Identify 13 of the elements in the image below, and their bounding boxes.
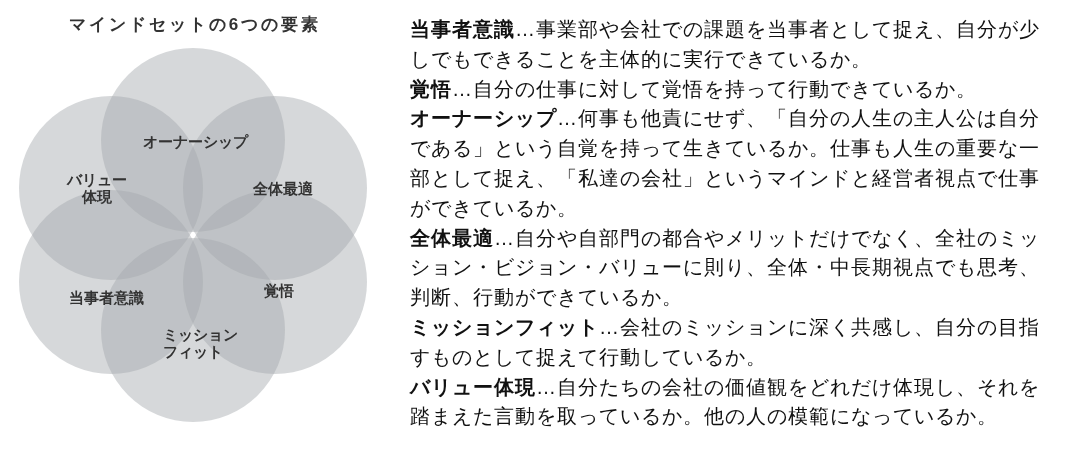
circle-label: 全体最適	[253, 179, 313, 197]
circle-label: オーナーシップ	[142, 132, 248, 150]
definition-paragraph: 全体最適…自分や自部門の都合やメリットだけでなく、全社のミッション・ビジョン・バリューに則り、全体・中長期視点でも思考、判断、行動ができているか。	[410, 225, 1041, 311]
circle-label: バリュー体現	[67, 171, 127, 205]
circle-label: 覚悟	[264, 281, 294, 299]
diagram-title: マインドセットの6つの要素	[68, 14, 322, 36]
circle-label: 当事者意識	[68, 288, 144, 306]
definition-paragraph: ミッションフィット…会社のミッションに深く共感し、自分の目指すものとして捉えて行動しているか。	[410, 314, 1041, 370]
definition-paragraph: バリュー体現…自分たちの会社の価値観をどれだけ体現し、それを踏まえた言動を取っているか。他の人の模範になっているか。	[410, 374, 1041, 430]
circle-label: ミッションフィット	[162, 326, 238, 360]
definition-paragraph: オーナーシップ…何事も他責にせず、「自分の人生の主人公は自分である」という自覚を持って生きているか。仕事も人生の重要な一部として捉え、「私達の会社」というマインドと経営者視点で仕事ができているか。	[410, 106, 1041, 221]
definition-paragraph: 覚悟…自分の仕事に対して覚悟を持って行動できているか。	[410, 76, 978, 102]
definition-paragraph: 当事者意識…事業部や会社での課題を当事者として捉え、自分が少しでもできることを主体的に実行できているか。	[410, 17, 1041, 72]
